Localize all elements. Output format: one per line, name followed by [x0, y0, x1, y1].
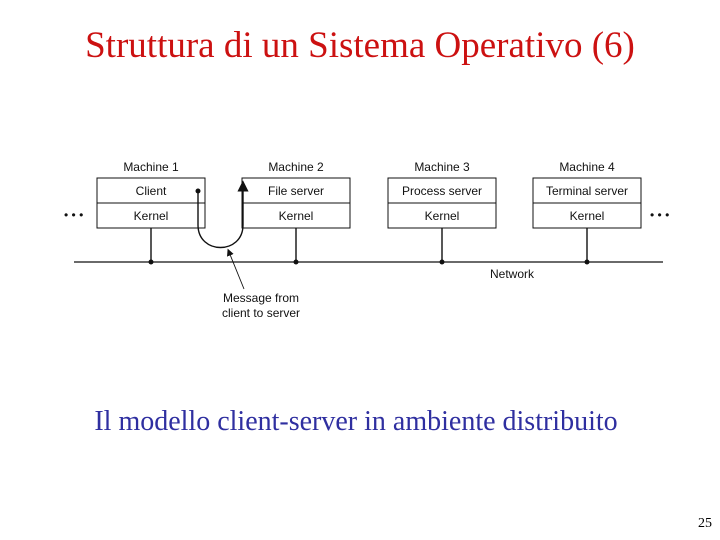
machine-name: Machine 1	[123, 160, 179, 174]
process-label: Client	[136, 184, 167, 198]
message-path-arrow	[197, 180, 249, 249]
slide-subtitle: Il modello client-server in ambiente dis…	[94, 406, 618, 437]
message-label-line2: client to server	[222, 306, 300, 320]
ellipsis-right: • • •	[650, 208, 669, 222]
message-label-line1: Message from	[223, 291, 299, 305]
machine-name: Machine 4	[559, 160, 615, 174]
machine-name: Machine 2	[268, 160, 324, 174]
slide-title: Struttura di un Sistema Operativo (6)	[85, 25, 635, 66]
process-label: File server	[268, 184, 324, 198]
kernel-label: Kernel	[134, 209, 169, 223]
kernel-label: Kernel	[570, 209, 605, 223]
machine-name: Machine 3	[414, 160, 470, 174]
message-pointer-arrow	[227, 248, 245, 290]
kernel-label: Kernel	[425, 209, 460, 223]
process-label: Terminal server	[546, 184, 628, 198]
kernel-label: Kernel	[279, 209, 314, 223]
network-label: Network	[490, 267, 535, 281]
ellipsis-left: • • •	[64, 208, 83, 222]
page-number: 25	[698, 516, 712, 531]
process-label: Process server	[402, 184, 482, 198]
